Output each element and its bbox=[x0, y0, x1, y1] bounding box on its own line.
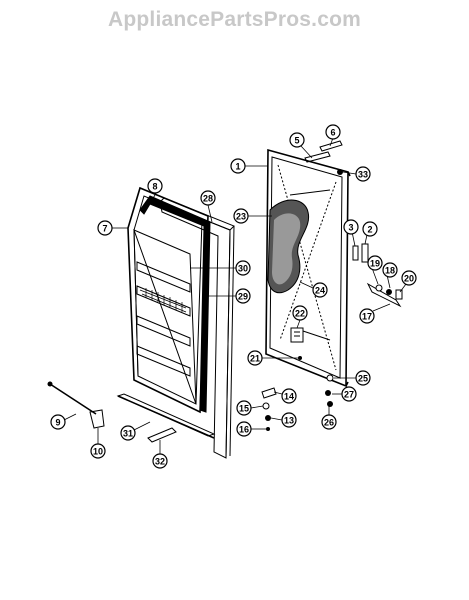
callout-6: 6 bbox=[325, 124, 341, 140]
svg-text:20: 20 bbox=[404, 274, 414, 284]
callout-31: 31 bbox=[120, 425, 136, 441]
callout-21: 21 bbox=[247, 350, 263, 366]
svg-text:21: 21 bbox=[250, 354, 260, 364]
callout-30: 30 bbox=[235, 260, 251, 276]
svg-text:25: 25 bbox=[358, 374, 368, 384]
callout-10: 10 bbox=[90, 443, 106, 459]
callout-29: 29 bbox=[235, 288, 251, 304]
handle-parts bbox=[352, 243, 403, 308]
svg-text:2: 2 bbox=[367, 225, 372, 235]
svg-text:23: 23 bbox=[236, 212, 246, 222]
callout-1: 1 bbox=[230, 158, 246, 174]
callout-23: 23 bbox=[233, 208, 249, 224]
svg-text:27: 27 bbox=[344, 390, 354, 400]
leader-lines bbox=[63, 137, 407, 454]
top-hinge-parts bbox=[304, 140, 343, 175]
label-card bbox=[290, 327, 304, 343]
inner-door-liner bbox=[117, 186, 215, 439]
callout-3: 3 bbox=[343, 219, 359, 235]
svg-text:32: 32 bbox=[155, 457, 165, 467]
callout-5: 5 bbox=[289, 132, 305, 148]
callout-22: 22 bbox=[292, 305, 308, 321]
svg-text:6: 6 bbox=[330, 128, 335, 138]
callout-28: 28 bbox=[200, 190, 216, 206]
callout-15: 15 bbox=[236, 400, 252, 416]
svg-text:13: 13 bbox=[284, 416, 294, 426]
watermark: AppliancePartsPros.com bbox=[108, 8, 361, 31]
callout-17: 17 bbox=[359, 308, 375, 324]
svg-text:16: 16 bbox=[239, 425, 249, 435]
callout-26: 26 bbox=[321, 414, 337, 430]
svg-text:17: 17 bbox=[362, 312, 372, 322]
svg-text:15: 15 bbox=[239, 404, 249, 414]
svg-text:29: 29 bbox=[238, 292, 248, 302]
door-rod bbox=[49, 383, 97, 415]
bottom-trim-bar bbox=[116, 393, 216, 437]
svg-text:22: 22 bbox=[295, 309, 305, 319]
svg-text:7: 7 bbox=[102, 224, 107, 234]
callout-7: 7 bbox=[97, 220, 113, 236]
callout-25: 25 bbox=[355, 370, 371, 386]
svg-text:5: 5 bbox=[294, 136, 299, 146]
svg-text:30: 30 bbox=[238, 264, 248, 274]
svg-text:18: 18 bbox=[385, 266, 395, 276]
svg-text:26: 26 bbox=[324, 418, 334, 428]
svg-text:9: 9 bbox=[55, 418, 60, 428]
callout-32: 32 bbox=[152, 453, 168, 469]
bottom-hinge-parts bbox=[261, 356, 334, 431]
callout-24: 24 bbox=[312, 282, 328, 298]
callout-9: 9 bbox=[50, 414, 66, 430]
door-gasket bbox=[139, 195, 211, 413]
trim-clip bbox=[147, 427, 177, 443]
callout-27: 27 bbox=[341, 386, 357, 402]
callout-16: 16 bbox=[236, 421, 252, 437]
callout-8: 8 bbox=[147, 178, 163, 194]
svg-text:3: 3 bbox=[348, 223, 353, 233]
callout-2: 2 bbox=[362, 221, 378, 237]
svg-text:24: 24 bbox=[315, 286, 325, 296]
svg-text:33: 33 bbox=[358, 170, 368, 180]
callout-20: 20 bbox=[401, 270, 417, 286]
svg-text:1: 1 bbox=[235, 162, 240, 172]
callout-33: 33 bbox=[355, 166, 371, 182]
callout-18: 18 bbox=[382, 262, 398, 278]
callout-14: 14 bbox=[281, 388, 297, 404]
svg-text:8: 8 bbox=[152, 182, 157, 192]
rod-bracket bbox=[89, 409, 105, 429]
svg-text:14: 14 bbox=[284, 392, 294, 402]
svg-text:19: 19 bbox=[370, 259, 380, 269]
door-insulation bbox=[267, 199, 310, 294]
svg-text:10: 10 bbox=[93, 447, 103, 457]
svg-text:31: 31 bbox=[123, 429, 133, 439]
svg-text:28: 28 bbox=[203, 194, 213, 204]
callout-19: 19 bbox=[367, 255, 383, 271]
callout-13: 13 bbox=[281, 412, 297, 428]
